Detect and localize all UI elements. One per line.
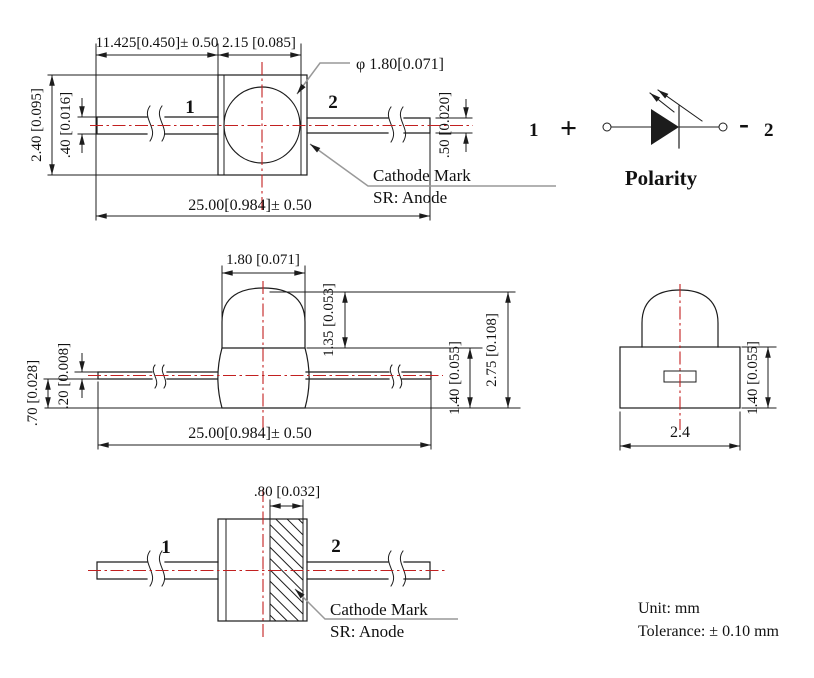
minus-sign: -: [739, 107, 749, 140]
dim-lead-offset: .70 [0.028]: [25, 360, 41, 426]
cathode-mark-leader-top: [309, 143, 556, 187]
lens-diameter-leader: [296, 62, 350, 95]
terminal-circle-left: [602, 122, 612, 132]
side-view: 1.80 [0.071] 1.35 [0.053] 1.40 [0.055] 2…: [25, 252, 521, 450]
dim-total-height: 2.75 [0.108]: [484, 313, 500, 387]
polarity-label: Polarity: [625, 166, 698, 190]
pin1-label-top: 1: [185, 97, 195, 118]
diode-triangle: [651, 109, 679, 145]
unit-note: Unit: mm: [638, 600, 700, 617]
dim-lens-diameter: φ 1.80[0.071]: [356, 56, 444, 73]
end-view: 1.40 [0.055] 2.4: [619, 284, 777, 451]
plus-sign: +: [560, 112, 577, 145]
top-view: 11.425[0.450]± 0.50 2.15 [0.085] φ 1.80[…: [29, 35, 556, 221]
pin1-label-bottom: 1: [161, 537, 171, 558]
dim-total-length-side: 25.00[0.984]± 0.50: [188, 425, 311, 442]
tolerance-note: Tolerance: ± 0.10 mm: [638, 623, 780, 640]
body-outline-side: [217, 347, 310, 409]
dim-cathode-band: .80 [0.032]: [254, 484, 320, 500]
cathode-mark-leader-bottom: [294, 588, 458, 620]
dim-lead1-width: .40 [0.016]: [58, 92, 74, 158]
terminal-circle-right: [718, 122, 728, 132]
end-view-extension-lines: [619, 346, 777, 451]
cathode-note-line1-top: Cathode Mark: [373, 166, 471, 185]
dim-body-height-end: 1.40 [0.055]: [745, 341, 761, 415]
bottom-view-extension-lines: [269, 499, 304, 520]
cathode-note-line2-top: SR: Anode: [373, 188, 447, 207]
dim-lead-thickness: .20 [0.008]: [56, 343, 72, 409]
side-view-extension-lines: [43, 265, 521, 450]
pin2-label-top: 2: [328, 92, 338, 113]
notes-block: Unit: mm Tolerance: ± 0.10 mm: [638, 600, 780, 640]
dim-body-height-side: 1.40 [0.055]: [447, 341, 463, 415]
top-view-extension-lines: [47, 43, 473, 221]
dim-lead-section: 11.425[0.450]± 0.50: [96, 35, 219, 51]
dim-lens-width: 1.80 [0.071]: [226, 252, 300, 268]
pin2-label-bottom: 2: [331, 536, 341, 557]
lead-break-marks-side: [152, 364, 403, 389]
emission-arrow-1: [649, 92, 675, 113]
dim-body-width-end: 2.4: [670, 424, 690, 441]
polarity-pin1: 1: [529, 120, 539, 141]
dim-body-length: 2.15 [0.085]: [222, 35, 296, 51]
polarity-pin2: 2: [764, 120, 774, 141]
dim-body-width: 2.40 [0.095]: [29, 88, 45, 162]
cathode-note-line2-bottom: SR: Anode: [330, 622, 404, 641]
lead-break-marks-top: [146, 105, 407, 143]
dim-total-length-top: 25.00[0.984]± 0.50: [188, 197, 311, 214]
bottom-view: .80 [0.032] 1 2 Cathode Mark SR: Anode: [88, 484, 458, 641]
emission-arrow-2: [657, 89, 703, 122]
lead-break-marks-bottom: [146, 550, 407, 587]
dim-lead2-width: .50 [0.020]: [437, 92, 453, 158]
polarity-diagram: 1 + - 2 Polarity: [529, 89, 774, 190]
cathode-note-line1-bottom: Cathode Mark: [330, 600, 428, 619]
dim-lens-height: 1.35 [0.053]: [321, 283, 337, 357]
